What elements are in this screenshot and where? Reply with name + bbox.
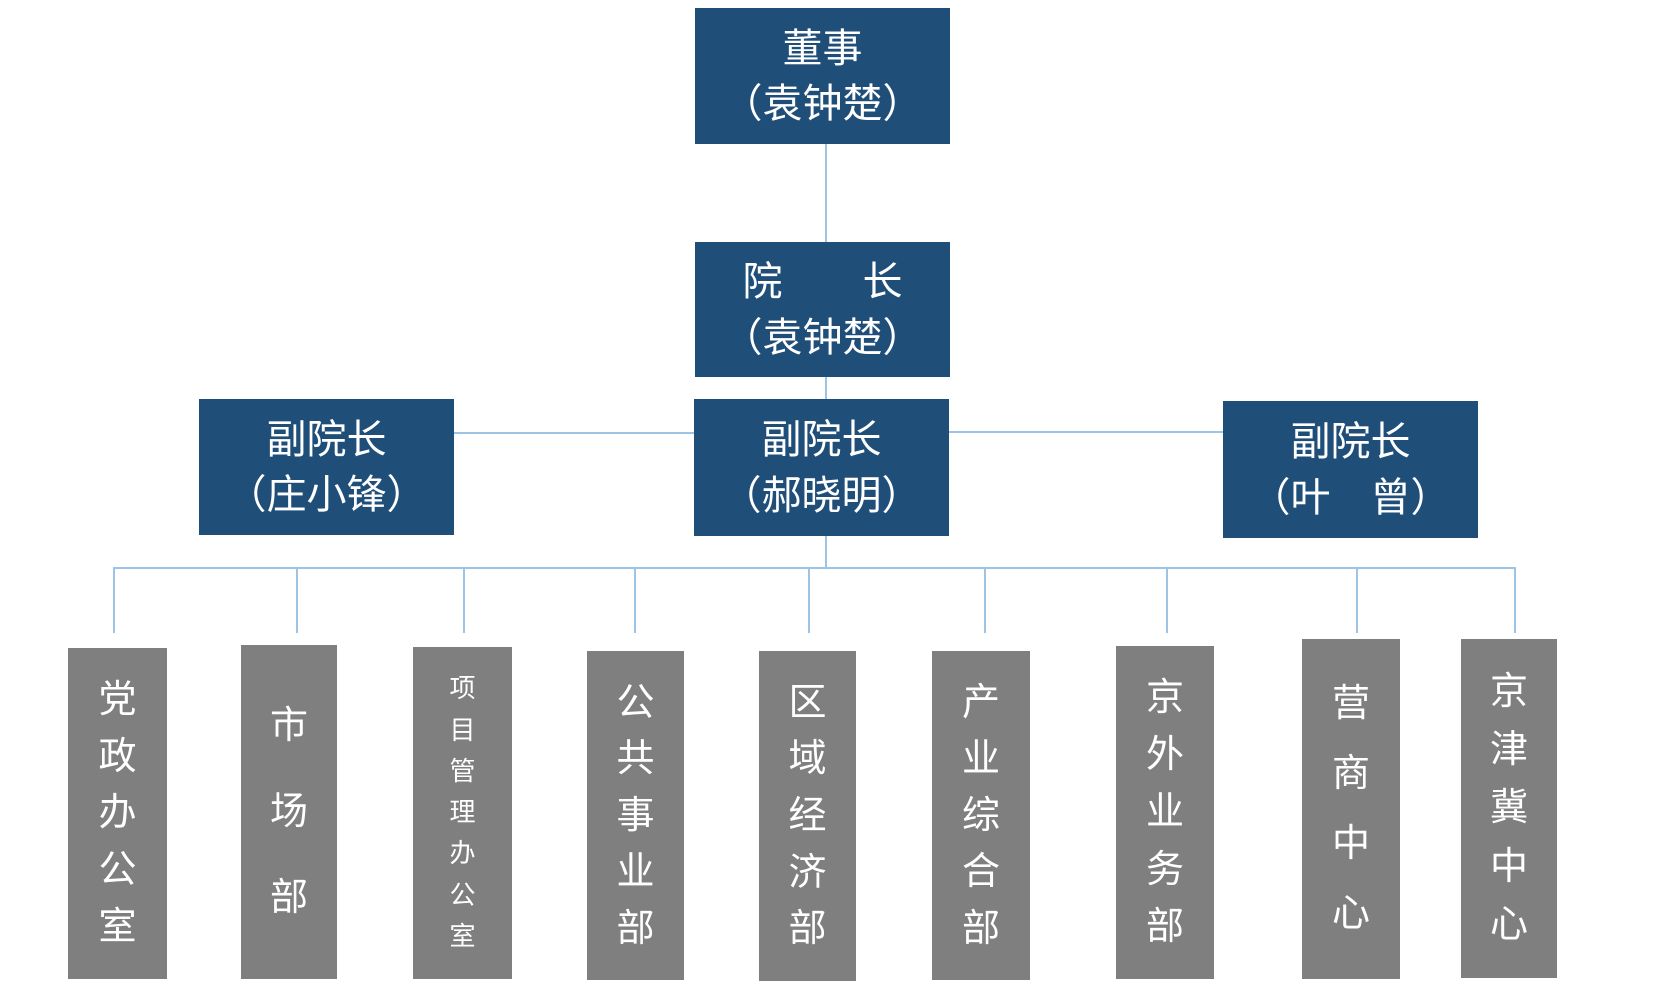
department-box-3: 项目管理办公室 — [413, 647, 512, 979]
department-box-8: 营商中心 — [1302, 639, 1400, 979]
department-label: 京津冀中心 — [1489, 671, 1528, 946]
node-person: （叶 曾） — [1250, 474, 1451, 520]
department-label: 项目管理办公室 — [449, 674, 476, 951]
connector-line — [825, 144, 827, 242]
connector-line — [825, 536, 827, 568]
department-label: 公共事业部 — [616, 681, 655, 950]
department-box-4: 公共事业部 — [587, 651, 684, 980]
connector-line — [825, 377, 827, 399]
node-title: 副院长 — [1290, 419, 1411, 465]
connector-line — [463, 567, 465, 633]
connector-line — [113, 567, 115, 633]
connector-line — [454, 432, 694, 434]
department-box-5: 区域经济部 — [759, 651, 856, 981]
department-label: 产业综合部 — [961, 681, 1000, 950]
connector-line — [634, 567, 636, 633]
node-person: （庄小锋） — [226, 472, 427, 517]
department-box-1: 党政办公室 — [68, 648, 167, 979]
department-box-6: 产业综合部 — [932, 651, 1030, 980]
connector-line — [808, 567, 810, 633]
department-label: 营商中心 — [1331, 683, 1370, 935]
org-node-vp-middle: 副院长 （郝晓明） — [694, 399, 949, 536]
node-person: （郝晓明） — [721, 472, 922, 518]
connector-line — [1514, 567, 1516, 633]
department-box-2: 市场部 — [241, 645, 337, 979]
connector-line — [296, 567, 298, 633]
department-box-7: 京外业务部 — [1116, 646, 1214, 979]
connector-line — [1166, 567, 1168, 633]
department-box-9: 京津冀中心 — [1461, 639, 1557, 978]
org-node-director: 董事 （袁钟楚） — [695, 8, 950, 144]
node-title: 副院长 — [761, 417, 882, 463]
connector-line — [984, 567, 986, 633]
node-title: 副院长 — [266, 416, 387, 462]
connector-line — [949, 431, 1223, 433]
node-person: （袁钟楚） — [722, 81, 923, 126]
org-node-president: 院 长 （袁钟楚） — [695, 242, 950, 377]
node-title: 董事 — [782, 25, 863, 71]
department-label: 区域经济部 — [788, 681, 827, 951]
org-node-vp-right: 副院长 （叶 曾） — [1223, 401, 1478, 538]
connector-line — [1356, 567, 1358, 633]
org-node-vp-left: 副院长 （庄小锋） — [199, 399, 454, 535]
node-person: （袁钟楚） — [722, 314, 923, 360]
department-label: 党政办公室 — [98, 678, 137, 949]
connector-line — [113, 567, 1516, 569]
department-label: 京外业务部 — [1145, 677, 1184, 948]
department-label: 市场部 — [269, 705, 308, 919]
node-title: 院 长 — [742, 259, 903, 305]
